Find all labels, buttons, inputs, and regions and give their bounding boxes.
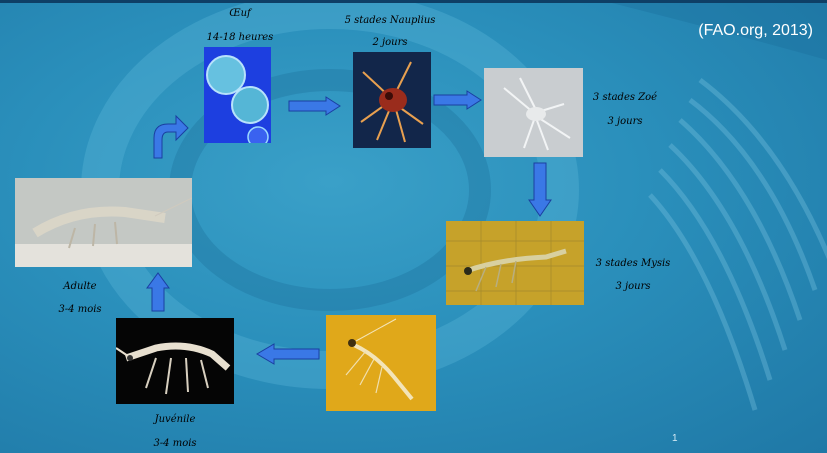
egg-duration: 14-18 heures xyxy=(190,32,290,44)
left-arrow-to-juvenile xyxy=(256,343,320,365)
nauplius-photo xyxy=(353,52,431,148)
top-border xyxy=(0,0,827,3)
page-number: 1 xyxy=(672,433,678,444)
egg-label: Œuf xyxy=(190,8,290,20)
up-arrow-juvenile-to-adult xyxy=(146,272,170,312)
down-arrow-zoe-to-mysis xyxy=(528,162,552,218)
zoe-photo xyxy=(484,68,583,157)
right-arrow-nauplius-to-zoe xyxy=(433,90,483,110)
citation: (FAO.org, 2013) xyxy=(698,22,813,40)
zoe-stage-name: 3 stades Zoé xyxy=(585,92,665,104)
right-arrow-egg-to-nauplius xyxy=(288,96,342,116)
adult-stage-name: Adulte xyxy=(40,281,120,293)
juvenile-photo xyxy=(116,318,234,404)
postlarva-photo xyxy=(326,315,436,411)
nauplius-stage-name: 5 stades Nauplius xyxy=(335,15,445,27)
adult-photo xyxy=(15,178,192,267)
mysis-stage-name: 3 stades Mysis xyxy=(588,258,678,270)
egg-photo xyxy=(204,47,271,143)
mysis-photo xyxy=(446,221,584,305)
adult-duration: 3-4 mois xyxy=(40,304,120,316)
egg-stage-name: Œuf xyxy=(190,8,290,20)
mysis-duration: 3 jours xyxy=(588,281,678,293)
curved-up-arrow xyxy=(150,112,190,162)
nauplius-duration: 2 jours xyxy=(335,37,445,49)
juvenile-duration: 3-4 mois xyxy=(125,438,225,450)
juvenile-stage-name: Juvénile xyxy=(125,414,225,426)
zoe-duration: 3 jours xyxy=(585,116,665,128)
